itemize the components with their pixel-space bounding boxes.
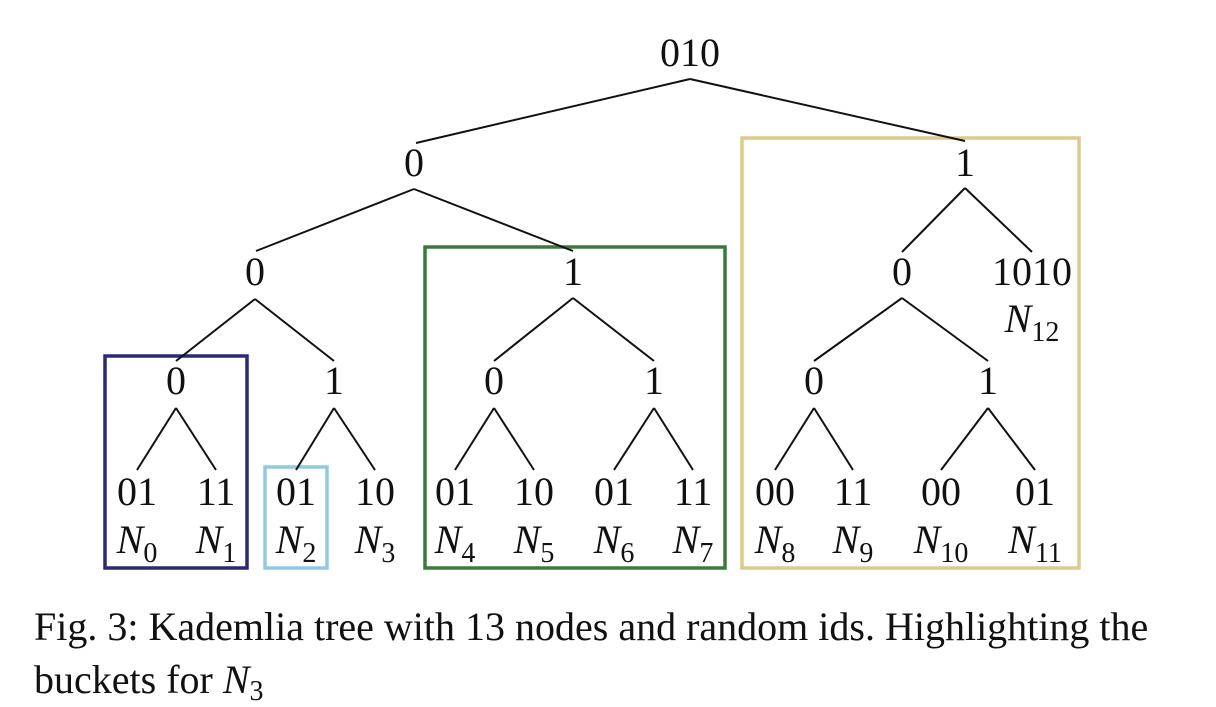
leaf: 00 N10: [913, 469, 969, 569]
edge: [454, 407, 495, 471]
root-label: 010: [660, 30, 720, 75]
edge: [175, 298, 256, 362]
leaf-label: 01: [1015, 469, 1055, 514]
tree-edges: [136, 78, 1036, 471]
leaf: 01 N6: [593, 469, 635, 569]
edge: [493, 297, 574, 362]
leaf-label: 10: [355, 469, 395, 514]
edge: [295, 407, 335, 471]
leaf: 01 N11: [1007, 469, 1062, 569]
caption-node-sub: 3: [249, 676, 264, 707]
leaf: 11 N1: [195, 469, 237, 569]
l2-leaf-label: 1010: [992, 249, 1072, 294]
l3-label: 1: [324, 358, 344, 403]
node-name: N0: [116, 517, 158, 569]
node-name: N1: [195, 517, 237, 569]
bucket-box-n4-n7: [423, 245, 727, 570]
l3-label: 1: [644, 358, 664, 403]
l2-label: 1: [563, 249, 583, 294]
node-name-n12: N12: [1004, 296, 1060, 348]
leaf-label: 01: [594, 469, 634, 514]
leaf-label: 10: [514, 469, 554, 514]
leaf-label: 01: [117, 469, 157, 514]
kademlia-tree-diagram: 010 0 1 0 1 0 1010 N12 0 1 0 1 0 1 01 N0…: [103, 30, 1081, 570]
l2-label: 0: [892, 249, 912, 294]
edge: [254, 298, 335, 362]
node-name: N2: [275, 517, 317, 569]
l3-label: 0: [484, 358, 504, 403]
node-name: N3: [354, 517, 396, 569]
figure-caption: Fig. 3: Kademlia tree with 13 nodes and …: [34, 600, 1184, 706]
edge: [901, 297, 989, 362]
bucket-box-n0-n1: [103, 354, 249, 570]
edge: [689, 78, 966, 142]
leaf-label: 01: [276, 469, 316, 514]
edge: [415, 78, 691, 144]
leaf: 10 N5: [513, 469, 555, 569]
leaf-label: 11: [674, 469, 713, 514]
edge: [255, 188, 415, 252]
node-name: N6: [593, 517, 635, 569]
edge: [987, 407, 1036, 471]
edge: [333, 407, 376, 471]
edge: [653, 407, 694, 471]
leaf: 10 N3: [354, 469, 396, 569]
edge: [813, 297, 903, 362]
node-name: N9: [832, 517, 874, 569]
leaf: 01 N0: [116, 469, 158, 569]
l2-label: 0: [245, 249, 265, 294]
caption-text: Fig. 3: Kademlia tree with 13 nodes and …: [34, 604, 1149, 702]
edge: [964, 187, 1033, 253]
leaf-label: 00: [921, 469, 961, 514]
edge: [493, 407, 535, 471]
edge: [813, 407, 854, 471]
node-name: N7: [672, 517, 714, 569]
l1-label: 0: [404, 140, 424, 185]
node-name: N8: [754, 517, 796, 569]
edge: [413, 188, 574, 252]
edge: [940, 407, 989, 471]
edge: [901, 187, 966, 253]
leaf: 01 N2: [275, 469, 317, 569]
edge: [774, 407, 815, 471]
leaf-label: 00: [755, 469, 795, 514]
leaf-label: 01: [435, 469, 475, 514]
edge: [613, 407, 655, 471]
node-name: N11: [1007, 517, 1062, 569]
node-name: N5: [513, 517, 555, 569]
leaf-label: 11: [197, 469, 236, 514]
leaf: 11 N9: [832, 469, 874, 569]
leaf: 00 N8: [754, 469, 796, 569]
bucket-box-n2: [263, 465, 329, 570]
l1-label: 1: [955, 140, 975, 185]
leaf: 11 N7: [672, 469, 714, 569]
edge: [175, 407, 217, 471]
edge: [136, 407, 177, 471]
l3-label: 0: [166, 358, 186, 403]
caption-node: N: [222, 657, 250, 702]
bucket-box-n8-n12: [740, 136, 1081, 570]
leaf-label: 11: [834, 469, 873, 514]
l3-label: 0: [804, 358, 824, 403]
node-name: N4: [434, 517, 476, 569]
l3-label: 1: [978, 358, 998, 403]
node-name: N10: [913, 517, 969, 569]
leaf: 01 N4: [434, 469, 476, 569]
edge: [572, 297, 655, 362]
